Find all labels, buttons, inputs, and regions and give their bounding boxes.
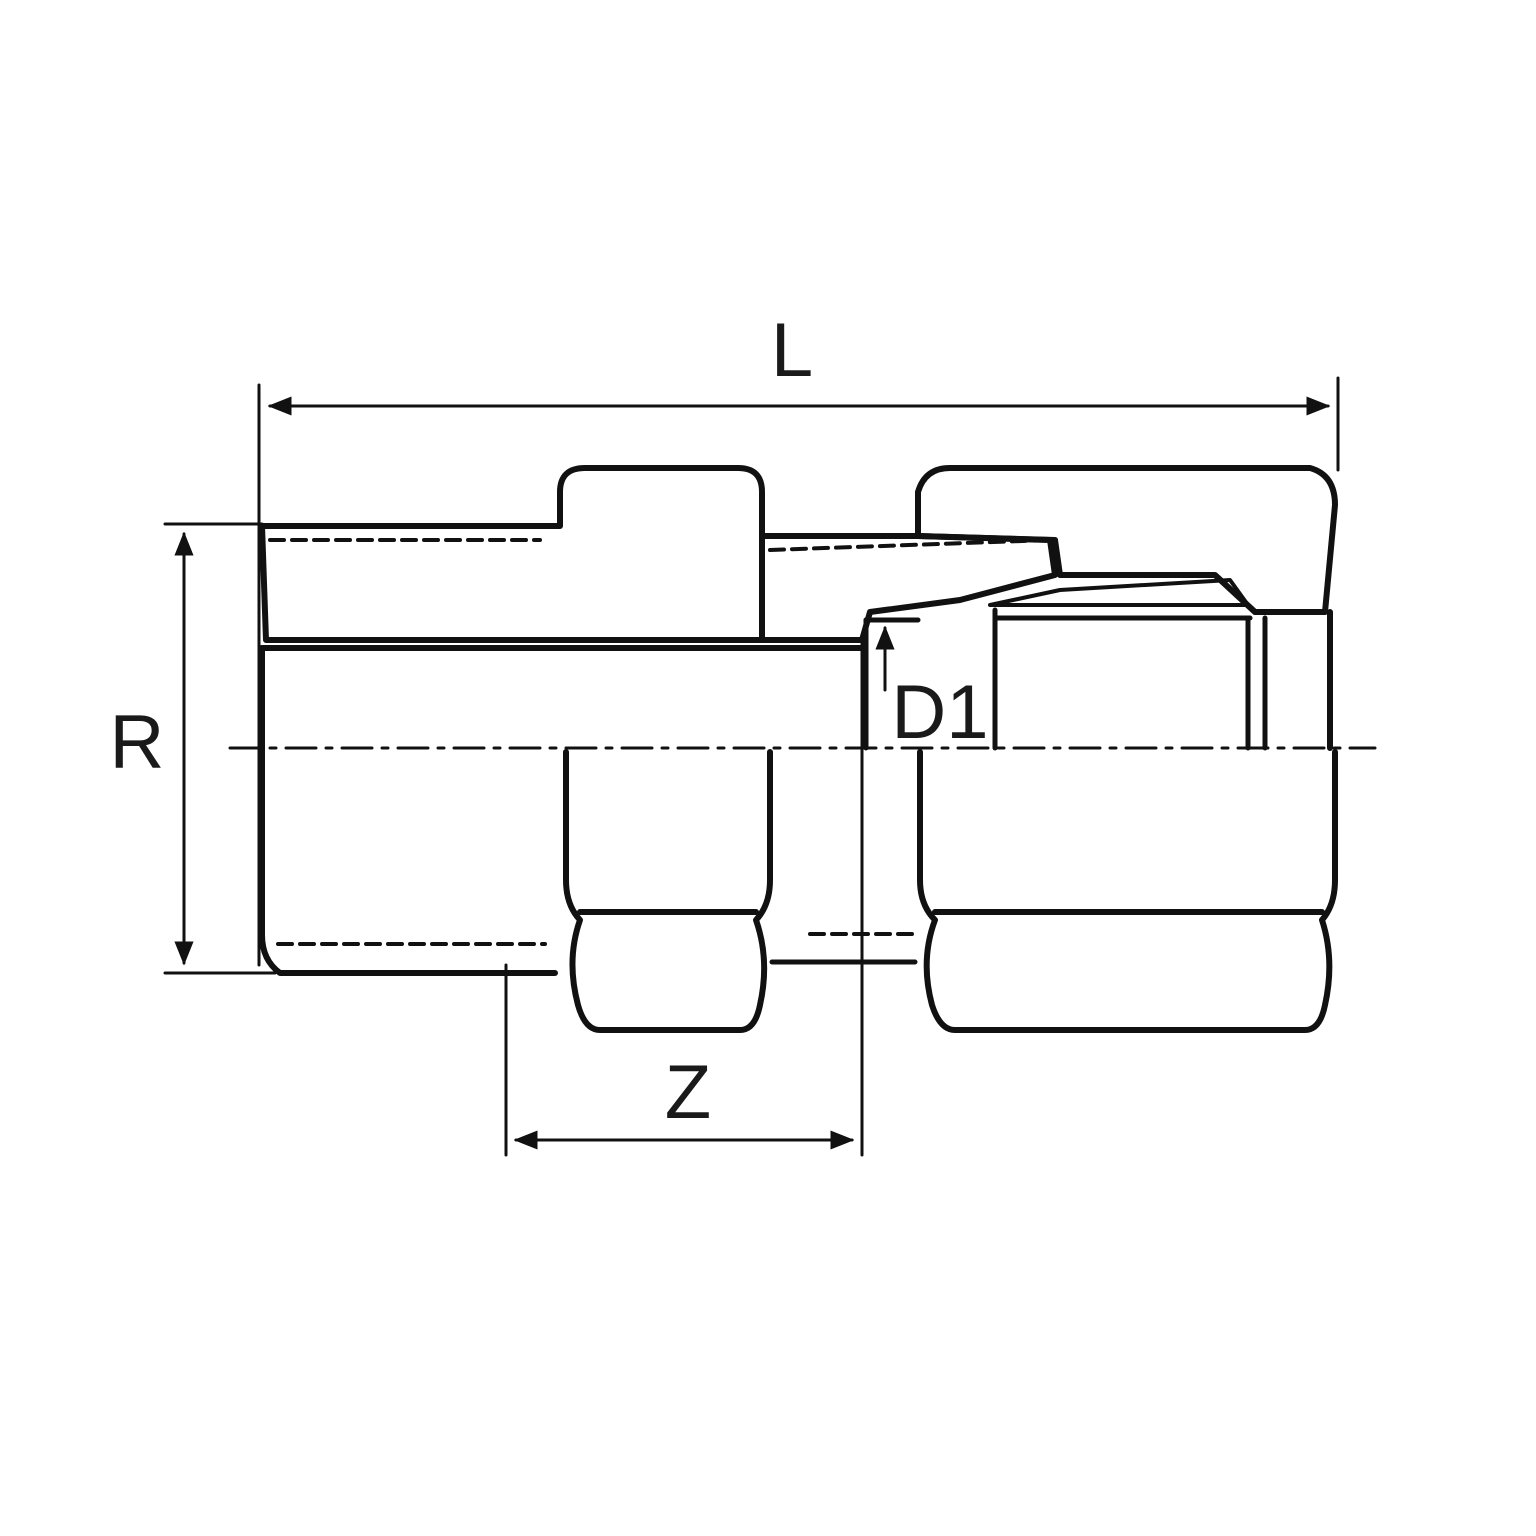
label-length: L	[771, 308, 813, 393]
hex-nut	[563, 749, 773, 1033]
dimension-engagement: Z	[504, 638, 864, 1157]
threaded-body	[259, 465, 1058, 976]
label-bore: D1	[891, 670, 988, 755]
label-engagement: Z	[665, 1050, 711, 1135]
compression-cap	[915, 465, 1338, 1033]
dimension-thread: R	[110, 522, 277, 975]
dimension-length: L	[257, 308, 1340, 967]
label-thread: R	[110, 700, 165, 785]
dimension-bore: D1	[875, 625, 989, 755]
